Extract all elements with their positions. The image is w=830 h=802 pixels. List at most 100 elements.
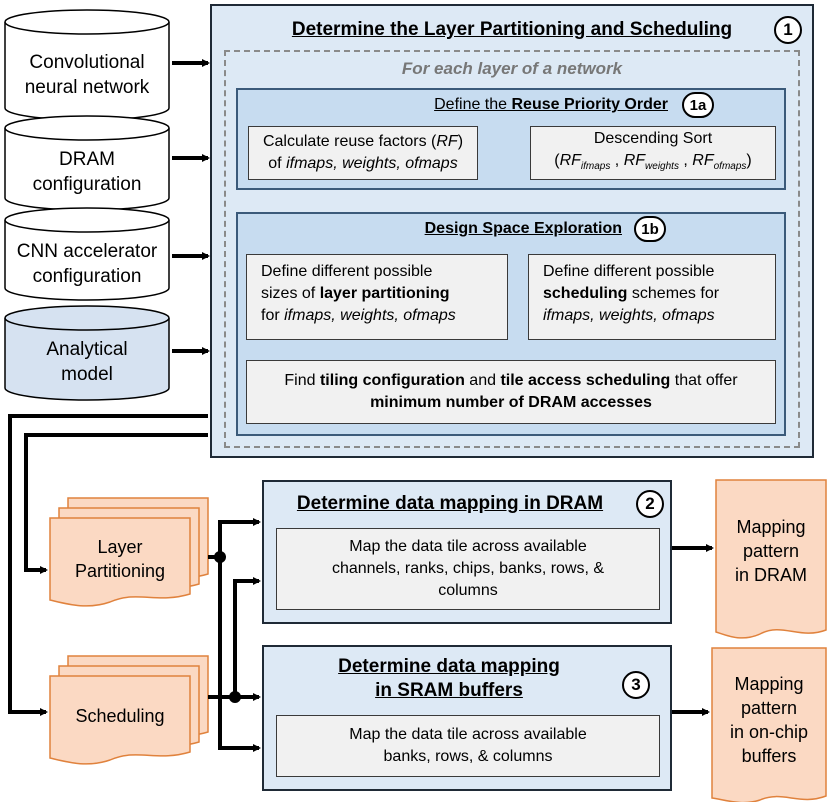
calc-reuse-line1-c: ) xyxy=(457,133,464,150)
sort-comma-1: , xyxy=(610,151,624,169)
descending-sort-line1: Descending Sort xyxy=(593,129,713,147)
sort-sub-ifmaps: ifmaps xyxy=(580,161,611,173)
sram-mapping-line1: Map the data tile across available xyxy=(349,726,587,743)
step3-number-badge: 3 xyxy=(622,671,650,699)
result-onchip-line3: in on-chip xyxy=(729,722,809,742)
layer-loop-frame: For each layer of a network Define the R… xyxy=(224,50,800,448)
step1-title: Determine the Layer Partitioning and Sch… xyxy=(291,19,733,40)
scheduling-schemes-line3-text: ifmaps, weights, ofmaps xyxy=(543,307,715,324)
output-layer-partitioning: Layer Partitioning xyxy=(50,530,190,588)
sram-mapping-box: Map the data tile across available banks… xyxy=(276,715,660,777)
partition-sizes-line2-a: sizes of xyxy=(261,285,320,302)
partition-sizes-line3-a: for xyxy=(261,307,285,324)
step1-panel: Determine the Layer Partitioning and Sch… xyxy=(210,4,814,458)
step2-title: Determine data mapping in DRAM xyxy=(296,493,604,514)
layer-loop-label: For each layer of a network xyxy=(401,59,623,78)
find-config-line1-a: Find xyxy=(284,372,320,389)
input-cnn-line1: Convolutional xyxy=(29,52,145,73)
partition-sizes-box: Define different possible sizes of layer… xyxy=(246,254,508,340)
calc-reuse-line1-a: Calculate reuse factors ( xyxy=(262,133,437,150)
reuse-priority-title-prefix: Define the xyxy=(434,96,512,113)
doc-stack-scheduling xyxy=(49,655,209,765)
cylinder-dram-config xyxy=(4,115,170,211)
descending-sort-line2: (RFifmaps , RFweights , RFofmaps) xyxy=(554,150,751,178)
partition-sizes-line2: sizes of layer partitioning xyxy=(261,283,507,305)
output-layer-partitioning-line2: Partitioning xyxy=(74,561,166,581)
dram-mapping-line3: columns xyxy=(438,582,498,599)
input-model-line1: Analytical xyxy=(46,339,128,360)
partition-sizes-line2-b: layer partitioning xyxy=(319,285,450,302)
input-accel-config: CNN accelerator configuration xyxy=(5,232,169,296)
input-model: Analytical model xyxy=(5,330,169,394)
input-dram-config: DRAM configuration xyxy=(5,140,169,204)
reuse-priority-panel: Define the Reuse Priority Order 1a Calcu… xyxy=(236,88,786,190)
sort-rf-1: RF xyxy=(559,151,581,169)
result-onchip-line4: buffers xyxy=(741,746,797,766)
find-config-line1-d: tile access scheduling xyxy=(500,372,671,389)
cylinder-model xyxy=(4,305,170,401)
result-onchip: Mapping pattern in on-chip buffers xyxy=(712,656,826,784)
dse-title: Design Space Exploration xyxy=(424,220,622,237)
output-scheduling: Scheduling xyxy=(50,688,190,744)
reuse-priority-title: Define the Reuse Priority Order xyxy=(238,94,668,116)
input-cnn-line2: neural network xyxy=(24,77,150,98)
find-config-line1: Find tiling configuration and tile acces… xyxy=(284,370,737,392)
reuse-priority-title-bold: Reuse Priority Order xyxy=(511,96,669,113)
result-onchip-line1: Mapping xyxy=(734,674,804,694)
sort-sub-weights: weights xyxy=(645,161,679,173)
scheduling-schemes-box: Define different possible scheduling sch… xyxy=(528,254,776,340)
cylinder-accel-config xyxy=(4,207,170,301)
result-onchip-line2: pattern xyxy=(740,698,798,718)
descending-sort-box: Descending Sort (RFifmaps , RFweights , … xyxy=(530,126,776,180)
sort-rf-2: RF xyxy=(623,151,646,169)
dse-number-badge: 1b xyxy=(634,216,666,242)
input-dram-config-line1: DRAM xyxy=(59,149,115,170)
result-dram-line3: in DRAM xyxy=(734,565,807,585)
calc-reuse-line1: Calculate reuse factors (RF) xyxy=(263,131,463,153)
result-dram: Mapping pattern in DRAM xyxy=(716,496,826,606)
doc-mapping-dram xyxy=(715,479,827,639)
sort-comma-2: , xyxy=(678,151,693,169)
step3-title-line1: Determine data mapping xyxy=(338,656,560,677)
step3-title-line2: in SRAM buffers xyxy=(375,680,523,701)
partition-sizes-line3: for ifmaps, weights, ofmaps xyxy=(261,305,507,327)
find-config-line2: minimum number of DRAM accesses xyxy=(370,394,652,411)
input-accel-config-line2: configuration xyxy=(32,266,142,287)
step2-panel: Determine data mapping in DRAM 2 Map the… xyxy=(262,480,672,624)
partition-sizes-line1: Define different possible xyxy=(261,263,433,280)
result-dram-line2: pattern xyxy=(742,541,800,561)
doc-mapping-onchip xyxy=(711,647,827,802)
scheduling-schemes-line2-b: schemes for xyxy=(627,285,720,302)
calc-reuse-box: Calculate reuse factors (RF) of ifmaps, … xyxy=(248,126,478,180)
scheduling-schemes-line3: ifmaps, weights, ofmaps xyxy=(543,305,775,327)
reuse-priority-number-badge: 1a xyxy=(682,92,714,118)
result-dram-line1: Mapping xyxy=(736,517,806,537)
find-config-line1-c: and xyxy=(464,372,501,389)
cylinder-cnn xyxy=(4,9,170,121)
input-model-line2: model xyxy=(61,364,113,385)
sort-sub-ofmaps: ofmaps xyxy=(713,161,747,173)
sram-mapping-line2: banks, rows, & columns xyxy=(383,748,553,765)
scheduling-schemes-line1: Define different possible xyxy=(543,263,715,280)
dse-panel: Design Space Exploration 1b Define diffe… xyxy=(236,212,786,436)
step2-number-badge: 2 xyxy=(636,490,664,518)
find-config-line1-b: tiling configuration xyxy=(319,372,465,389)
calc-reuse-line2: of ifmaps, weights, ofmaps xyxy=(268,153,457,175)
sort-open-paren: ( xyxy=(554,151,560,169)
sort-rf-3: RF xyxy=(692,151,714,169)
doc-stack-layer-partitioning xyxy=(49,497,209,607)
scheduling-schemes-line2-a: scheduling xyxy=(543,285,628,302)
calc-reuse-line1-b: RF xyxy=(436,133,458,150)
step1-number-badge: 1 xyxy=(774,16,802,44)
dram-mapping-box: Map the data tile across available chann… xyxy=(276,528,660,610)
scheduling-schemes-line2: scheduling schemes for xyxy=(543,283,775,305)
calc-reuse-line2-a: of xyxy=(268,155,287,172)
sort-close-paren: ) xyxy=(746,151,752,169)
calc-reuse-line2-b: ifmaps, weights, ofmaps xyxy=(286,155,458,172)
dram-mapping-line1: Map the data tile across available xyxy=(349,538,587,555)
input-cnn: Convolutional neural network xyxy=(5,40,169,110)
find-config-box: Find tiling configuration and tile acces… xyxy=(246,360,776,424)
input-accel-config-line1: CNN accelerator xyxy=(16,241,158,262)
